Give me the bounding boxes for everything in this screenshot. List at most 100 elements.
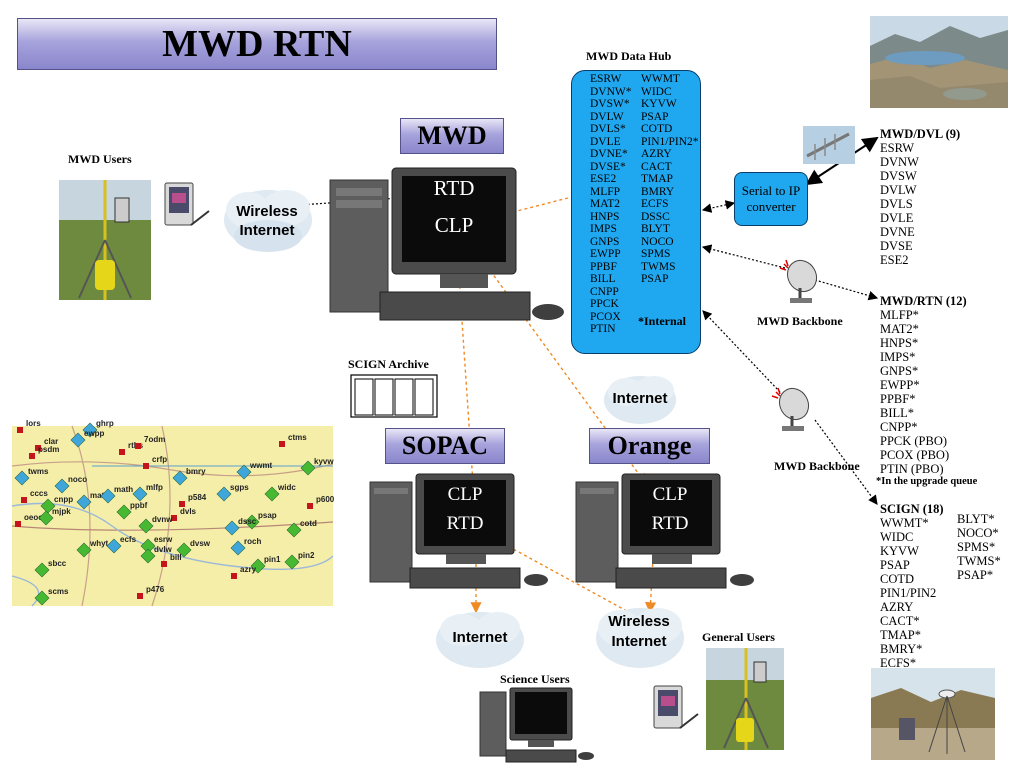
hub-station-item: PSAP <box>641 110 669 123</box>
scign-archive-label: SCIGN Archive <box>348 357 429 371</box>
pda-icon <box>164 182 210 226</box>
map-station-marker <box>143 463 149 469</box>
hub-station-item: MLFP <box>590 185 621 198</box>
hub-station-item: BILL <box>590 273 616 285</box>
hub-station-item: NOCO <box>641 235 674 248</box>
hub-station-item: GNPS <box>590 235 620 248</box>
cloud-icon <box>436 612 524 668</box>
scign-station-item: KYVW <box>880 544 919 558</box>
sopac-clp-label: CLP <box>447 484 483 505</box>
scign-station-item: ECFS* <box>880 656 917 670</box>
hub-station-item: TMAP <box>641 173 673 185</box>
map-station-marker <box>40 498 56 514</box>
map-station-marker <box>135 443 141 449</box>
map-station-marker <box>307 503 313 509</box>
hub-station-item: CACT <box>641 160 672 173</box>
rtn-title: MWD/RTN (12) <box>880 294 967 308</box>
wireless-internet-cloud-2: Wireless Internet <box>590 600 688 674</box>
map-station-marker <box>284 554 300 570</box>
hub-station-item: PSAP <box>641 273 669 285</box>
map-station-label: sgps <box>230 483 249 492</box>
map-station-marker <box>54 478 70 494</box>
map-station-marker <box>34 562 50 578</box>
hub-station-item: MAT2 <box>590 198 621 210</box>
dvl-station-item: DVLS <box>880 197 913 211</box>
hub-station-item: TWMS <box>641 260 676 273</box>
map-station-marker <box>35 445 41 451</box>
map-station-marker <box>140 548 156 564</box>
dvl-station-item: DVLE <box>880 211 914 225</box>
hub-station-item: PTIN <box>590 323 616 335</box>
hub-title: MWD Data Hub <box>586 49 672 63</box>
map-station-label: noco <box>68 475 87 484</box>
map-station-label: pin2 <box>298 551 315 560</box>
map-station-label: lors <box>26 419 41 428</box>
map-station-label: wwmt <box>249 461 273 470</box>
rtn-station-item: BILL* <box>880 406 915 420</box>
scign-archive-icon <box>350 374 438 418</box>
hub-station-item: DVNW* <box>590 85 632 98</box>
map-station-label: p600 <box>316 495 335 504</box>
scign-station-item: CACT* <box>880 614 920 628</box>
scign-station-item: PSAP <box>880 558 910 572</box>
mwd-site-banner: MWD <box>400 118 504 154</box>
map-station-label: azry <box>240 565 257 574</box>
map-station-marker <box>236 464 252 480</box>
scign-station-item: PSAP* <box>957 568 994 582</box>
general-users-label: General Users <box>702 630 775 644</box>
science-users-label: Science Users <box>500 672 570 686</box>
map-station-marker <box>116 504 132 520</box>
map-station-marker <box>21 497 27 503</box>
hub-station-item: ESE2 <box>590 173 617 185</box>
title-banner: MWD RTN <box>17 18 497 70</box>
map-station-label: dssc <box>238 517 257 526</box>
map-station-marker <box>137 593 143 599</box>
map-station-label: ctms <box>288 433 307 442</box>
internet-cloud-mid: Internet <box>600 368 680 428</box>
station-map: lorsghrpclarpsdmewpprths7odmctmskyvwtwms… <box>11 419 335 607</box>
map-station-label: cnpp <box>54 495 73 504</box>
internet-mid-text: Internet <box>612 390 668 407</box>
scign-station-item: TWMS* <box>957 554 1001 568</box>
hub-station-item: ESRW <box>590 73 622 85</box>
map-station-marker <box>106 538 122 554</box>
map-station-label: pin1 <box>264 555 281 564</box>
map-station-marker <box>176 542 192 558</box>
map-station-marker <box>119 449 125 455</box>
rtn-station-item: PTIN (PBO) <box>880 462 944 476</box>
map-station-marker <box>224 520 240 536</box>
map-station-label: widc <box>277 483 296 492</box>
antenna-photo <box>803 126 855 164</box>
map-station-label: whyt <box>89 539 109 548</box>
map-station-label: scms <box>48 587 69 596</box>
map-station-label: dvls <box>180 507 197 516</box>
map-station-marker <box>76 494 92 510</box>
dvl-title: MWD/DVL (9) <box>880 127 961 141</box>
map-station-label: ppbf <box>130 501 148 510</box>
map-station-label: kyvw <box>314 457 334 466</box>
hub-note: *Internal <box>638 314 686 328</box>
mwd-backbone-label-1: MWD Backbone <box>757 314 843 328</box>
mwd-clp-label: CLP <box>434 213 474 237</box>
map-station-marker <box>230 540 246 556</box>
cloud-icon <box>224 190 312 252</box>
link-sopac-wireless <box>480 531 637 617</box>
map-station-label: mat2 <box>90 491 109 500</box>
map-station-label: dvlw <box>154 545 173 554</box>
map-station-marker <box>264 486 280 502</box>
scign-station-item: WWMT* <box>880 516 929 530</box>
map-station-marker <box>76 542 92 558</box>
rtn-station-item: HNPS* <box>880 336 919 350</box>
general-users-photo <box>706 648 784 750</box>
map-station-marker <box>70 432 86 448</box>
map-station-marker <box>29 453 35 459</box>
map-station-marker <box>161 561 167 567</box>
scign-title: SCIGN (18) <box>880 502 944 516</box>
map-station-marker <box>38 510 54 526</box>
dvl-station-item: DVLW <box>880 183 917 197</box>
map-station-marker <box>179 501 185 507</box>
hub-station-item: AZRY <box>641 148 672 160</box>
orange-rtd-label: RTD <box>651 513 689 534</box>
